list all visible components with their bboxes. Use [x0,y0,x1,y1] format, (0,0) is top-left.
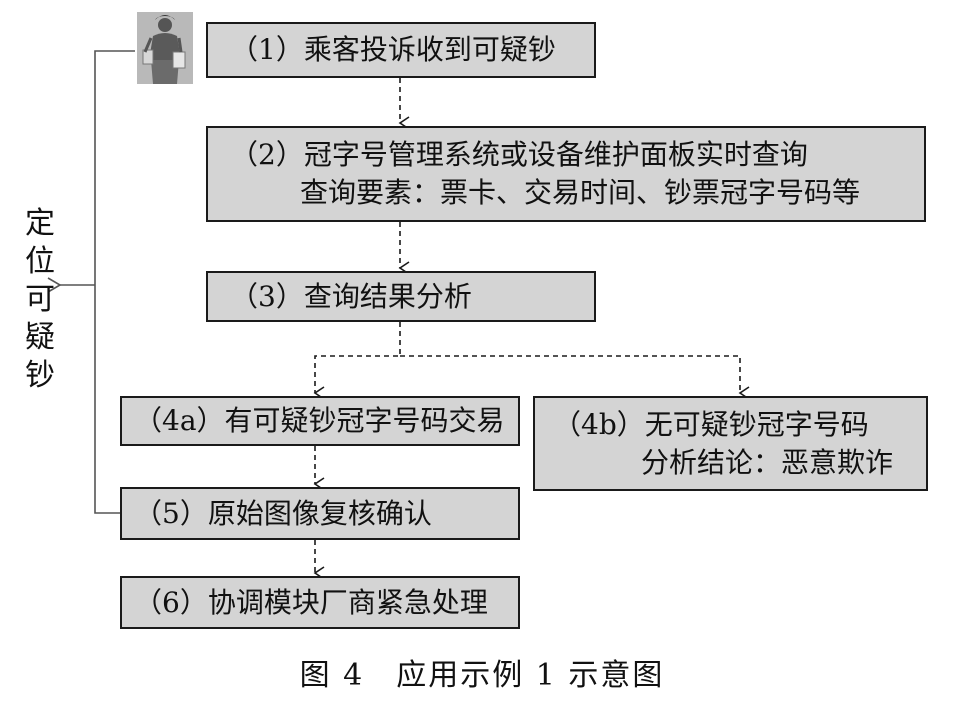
step-1-box: （1）乘客投诉收到可疑钞 [206,22,596,78]
side-bracket [94,50,135,514]
step-4b-box: （4b）无可疑钞冠字号码 分析结论：恶意欺诈 [533,396,928,491]
step-2-box: （2）冠字号管理系统或设备维护面板实时查询 查询要素：票卡、交易时间、钞票冠字号… [206,126,926,222]
step-3-box: （3）查询结果分析 [206,271,596,322]
step-3-text: （3）查询结果分析 [230,279,472,313]
branch-3 [313,322,401,400]
side-label-char: 疑 [25,320,55,355]
passenger-icon [137,12,193,84]
side-label-char: 定 [25,206,55,241]
side-label: 定 位 可 疑 钞 [20,205,60,395]
step-2-line2: 查询要素：票卡、交易时间、钞票冠字号码等 [300,176,861,209]
step-5-box: （5）原始图像复核确认 [120,487,520,540]
branch-3b [400,355,750,400]
step-4a-box: （4a）有可疑钞冠字号码交易 [120,396,520,446]
side-label-char: 位 [25,244,55,279]
step-6-box: （6）协调模块厂商紧急处理 [120,576,520,629]
step-4b-line2: 分析结论：恶意欺诈 [641,445,894,479]
side-label-char: 可 [25,282,55,317]
step-2-line1: （2）冠字号管理系统或设备维护面板实时查询 [230,138,808,171]
figure-caption: 图 4 应用示例 1 示意图 [299,658,665,693]
step-4b-line1: （4b）无可疑钞冠字号码 [553,407,869,441]
step-6-text: （6）协调模块厂商紧急处理 [134,585,488,619]
step-4a-text: （4a）有可疑钞冠字号码交易 [134,404,505,437]
side-label-char: 钞 [25,358,55,393]
step-1-text: （1）乘客投诉收到可疑钞 [230,33,556,66]
step-5-text: （5）原始图像复核确认 [134,496,432,530]
